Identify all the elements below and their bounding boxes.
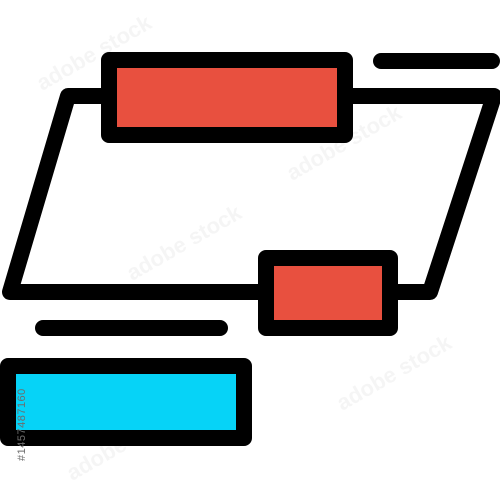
- process-box-bottom: [0, 358, 252, 446]
- connector-path: [2, 88, 270, 300]
- connector-path: [337, 88, 500, 300]
- process-box-top: [101, 52, 353, 143]
- process-box-small: [258, 250, 398, 336]
- watermark-id-text: #1457487160: [16, 388, 28, 461]
